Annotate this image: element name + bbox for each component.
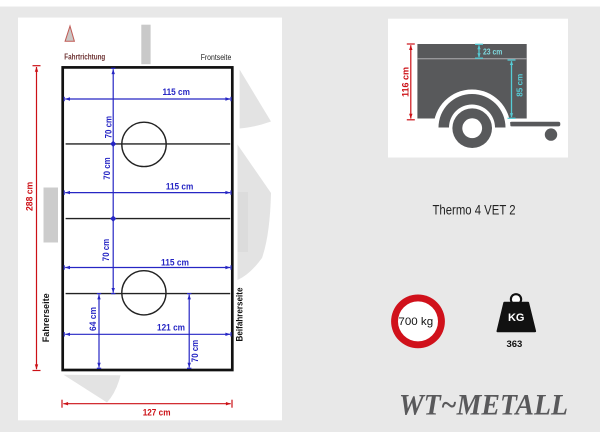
- svg-text:Fahrtrichtung: Fahrtrichtung: [64, 52, 105, 62]
- svg-text:WT~METALL: WT~METALL: [399, 389, 568, 422]
- svg-text:70 cm: 70 cm: [103, 116, 113, 138]
- svg-text:115 cm: 115 cm: [166, 182, 194, 192]
- svg-text:70 cm: 70 cm: [101, 239, 111, 261]
- svg-text:115 cm: 115 cm: [161, 257, 189, 267]
- svg-text:121 cm: 121 cm: [157, 322, 185, 332]
- svg-text:115 cm: 115 cm: [162, 87, 190, 97]
- svg-text:23 cm: 23 cm: [483, 47, 503, 57]
- svg-text:116 cm: 116 cm: [401, 67, 411, 97]
- svg-text:288 cm: 288 cm: [24, 182, 34, 211]
- svg-text:Frontseite: Frontseite: [201, 53, 232, 62]
- svg-text:Fahrerseite: Fahrerseite: [41, 293, 51, 342]
- svg-text:64 cm: 64 cm: [88, 307, 98, 331]
- svg-text:Beifahrerseite: Beifahrerseite: [235, 288, 245, 342]
- svg-text:KG: KG: [508, 312, 525, 324]
- svg-text:85 cm: 85 cm: [515, 73, 525, 96]
- svg-text:363: 363: [506, 339, 522, 350]
- svg-text:70 cm: 70 cm: [102, 157, 112, 179]
- svg-text:70 cm: 70 cm: [190, 340, 200, 362]
- svg-text:127 cm: 127 cm: [143, 407, 171, 417]
- svg-text:Thermo 4 VET 2: Thermo 4 VET 2: [433, 203, 516, 218]
- svg-text:700 kg: 700 kg: [398, 316, 433, 328]
